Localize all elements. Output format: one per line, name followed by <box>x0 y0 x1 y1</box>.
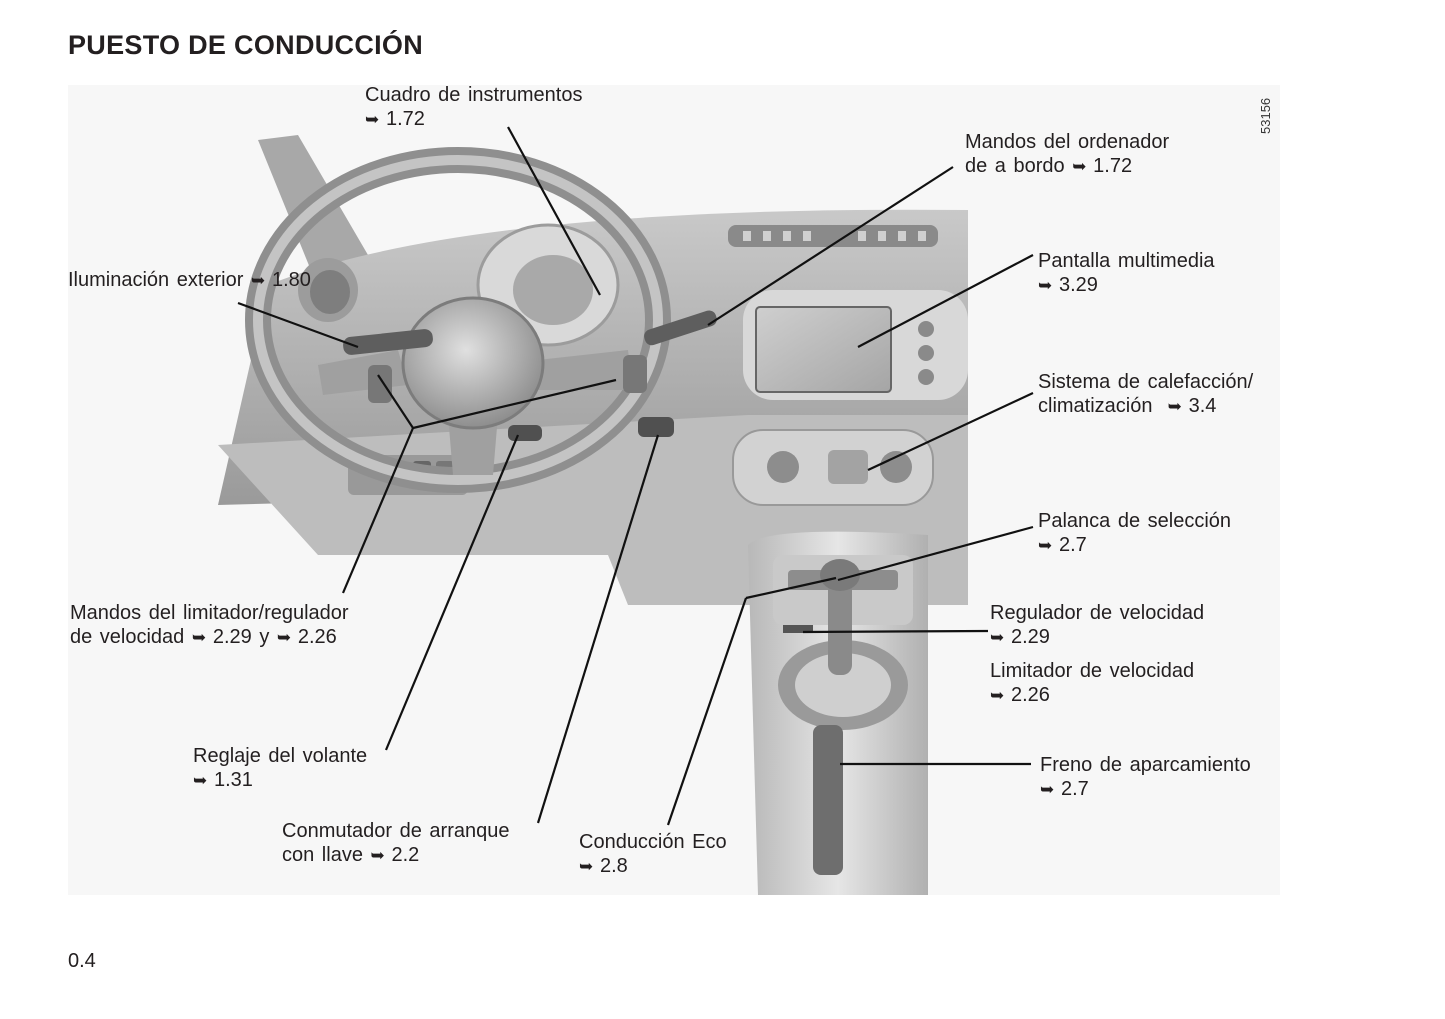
label-palanca-seleccion: Palanca de selección 2.7 <box>1038 509 1231 558</box>
dashboard-illustration <box>68 85 1280 895</box>
page-title: PUESTO DE CONDUCCIÓN <box>68 30 424 60</box>
label-conduccion-eco: Conducción Eco 2.8 <box>579 830 727 879</box>
label-pantalla-multimedia: Pantalla multimedia 3.29 <box>1038 249 1215 298</box>
label-conmutador-arranque: Conmutador de arranque con llave 2.2 <box>282 819 509 868</box>
label-mandos-ordenador: Mandos del ordenador de a bordo 1.72 <box>965 130 1169 179</box>
label-reglaje-volante: Reglaje del volante 1.31 <box>193 744 367 793</box>
label-limitador-velocidad: Limitador de velocidad 2.26 <box>990 659 1194 708</box>
label-freno-aparcamiento: Freno de aparcamiento 2.7 <box>1040 753 1251 802</box>
label-regulador-velocidad: Regulador de velocidad 2.29 <box>990 601 1204 650</box>
label-iluminacion-exterior: Iluminación exterior 1.80 <box>68 268 311 293</box>
label-limitador-regulador: Mandos del limitador/regulador de veloci… <box>70 601 349 650</box>
label-calefaccion: Sistema de calefacción/ climatización 3.… <box>1038 370 1253 419</box>
label-cuadro-instrumentos: Cuadro de instrumentos 1.72 <box>365 83 582 132</box>
page-number: 0.4 <box>68 950 96 972</box>
figure-id: 53156 <box>1258 97 1273 134</box>
dashboard-drawing <box>218 126 1034 895</box>
